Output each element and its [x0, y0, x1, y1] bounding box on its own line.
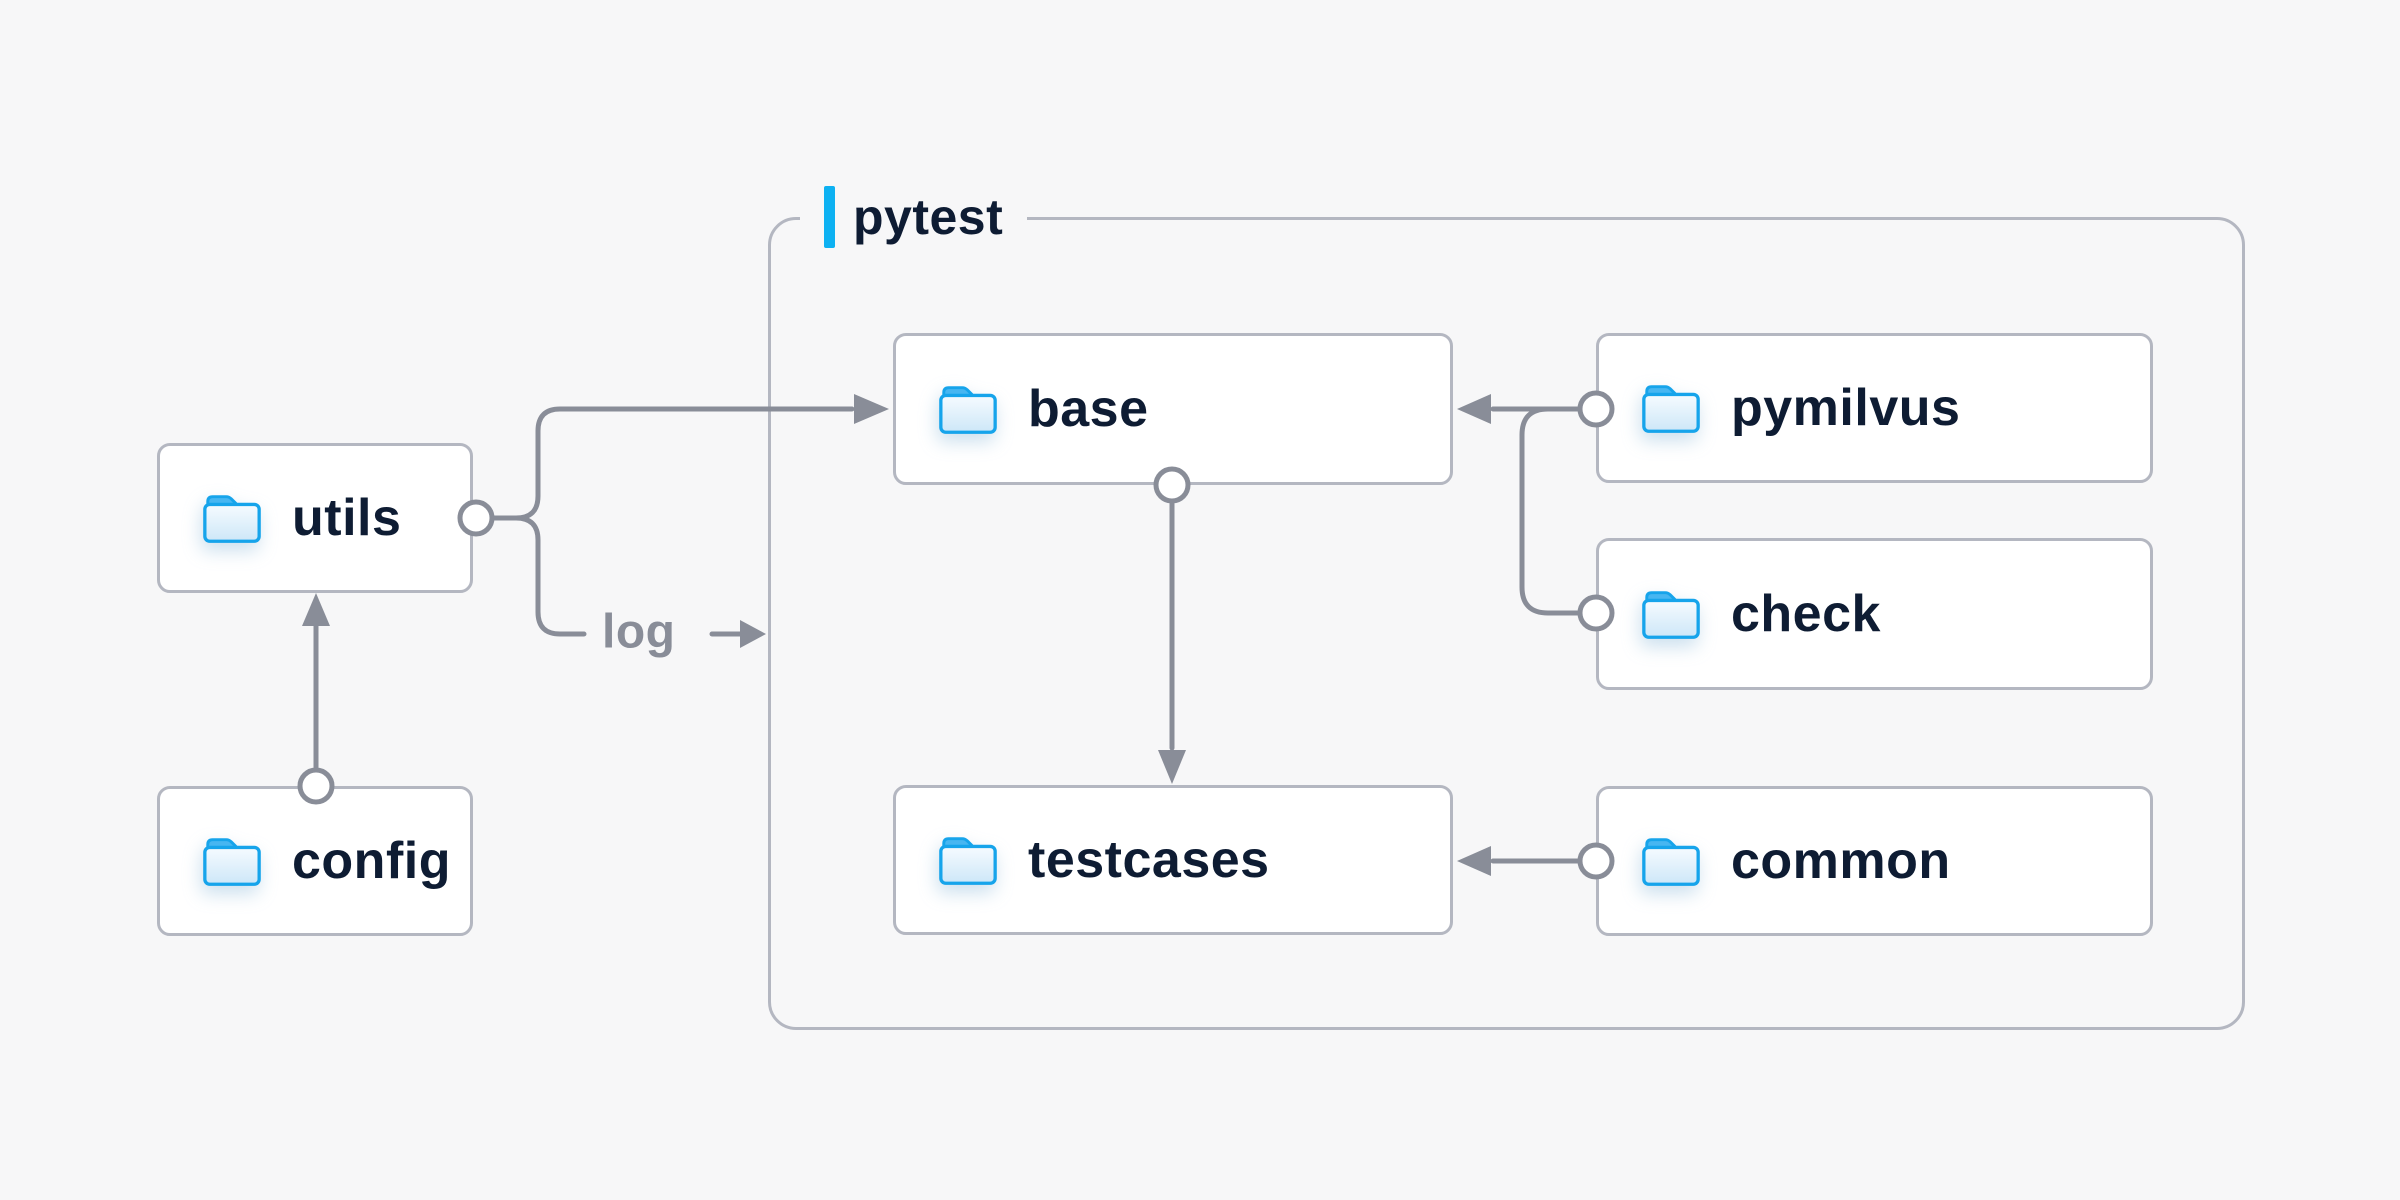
folder-node-base: base	[893, 333, 1453, 485]
node-label: testcases	[1028, 831, 1270, 889]
accent-bar-icon	[824, 186, 835, 248]
folder-icon	[1642, 838, 1700, 886]
folder-icon	[1642, 385, 1700, 433]
folder-icon	[939, 837, 997, 885]
edge-label-log: log	[602, 605, 676, 659]
arrowhead-right-icon	[740, 620, 766, 648]
folder-icon	[203, 838, 261, 886]
folder-node-pymilvus: pymilvus	[1596, 333, 2153, 483]
node-label: pymilvus	[1731, 379, 1961, 437]
folder-icon	[203, 495, 261, 543]
node-label: check	[1731, 585, 1881, 643]
arrowhead-up-icon	[302, 593, 330, 626]
folder-node-config: config	[157, 786, 473, 936]
node-label: utils	[292, 489, 402, 547]
folder-icon	[939, 386, 997, 434]
folder-node-check: check	[1596, 538, 2153, 690]
folder-node-common: common	[1596, 786, 2153, 936]
pytest-container	[768, 217, 2245, 1030]
container-title: pytest	[853, 189, 1004, 245]
node-label: config	[292, 832, 451, 890]
node-label: common	[1731, 832, 1951, 890]
folder-icon	[1642, 591, 1700, 639]
pytest-container-label: pytest	[800, 181, 1028, 253]
folder-node-testcases: testcases	[893, 785, 1453, 935]
node-label: base	[1028, 380, 1149, 438]
folder-node-utils: utils	[157, 443, 473, 593]
edge-utils-log	[491, 515, 587, 637]
